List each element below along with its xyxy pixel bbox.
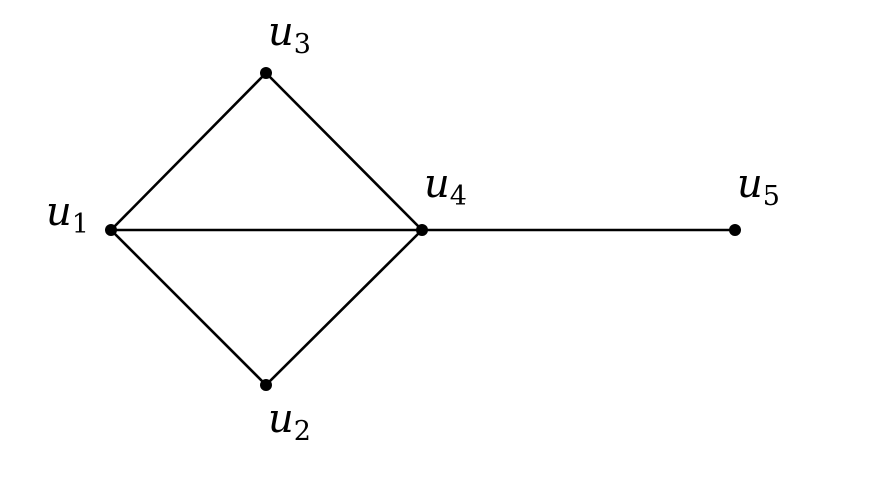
node-label-u5: u5 <box>737 161 780 212</box>
label-subscript: 1 <box>72 209 89 240</box>
edge-u1-u3 <box>110 72 267 231</box>
label-base: u <box>46 189 72 235</box>
node-label-u1: u1 <box>46 189 89 240</box>
edge-u2-u4 <box>265 229 423 386</box>
node-u5 <box>729 224 741 236</box>
label-subscript: 5 <box>763 181 780 212</box>
node-label-u3: u3 <box>268 9 311 60</box>
node-u4 <box>416 224 428 236</box>
node-label-u4: u4 <box>424 161 467 212</box>
label-base: u <box>737 161 763 207</box>
node-u1 <box>105 224 117 236</box>
node-u3 <box>260 67 272 79</box>
label-subscript: 3 <box>294 29 311 60</box>
node-label-u2: u2 <box>268 396 311 447</box>
label-base: u <box>268 396 294 442</box>
edge-u1-u2 <box>110 229 267 386</box>
nodes <box>105 67 741 391</box>
label-subscript: 2 <box>294 416 311 447</box>
label-base: u <box>268 9 294 55</box>
label-subscript: 4 <box>450 181 467 212</box>
node-u2 <box>260 379 272 391</box>
edge-u3-u4 <box>265 72 423 231</box>
label-base: u <box>424 161 450 207</box>
edges <box>110 72 735 386</box>
